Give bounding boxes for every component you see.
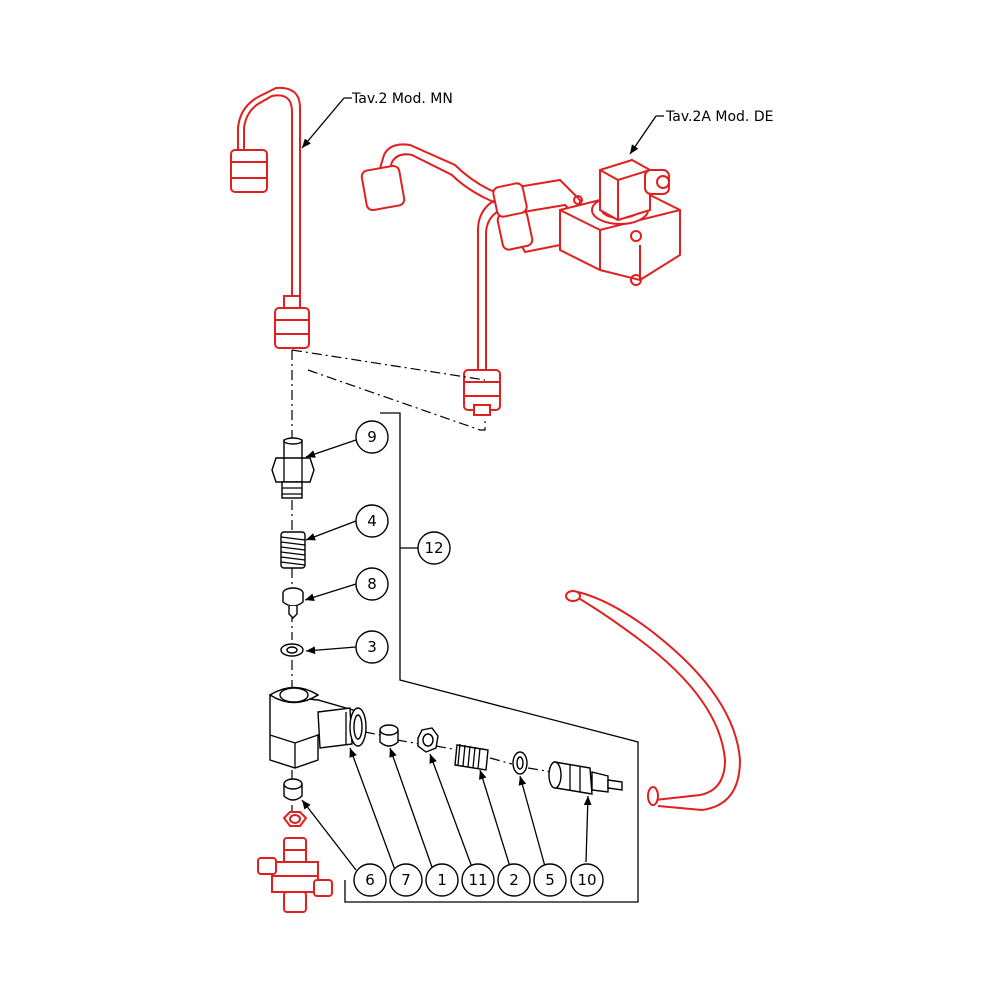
- leader-lines: [301, 97, 664, 871]
- svg-text:3: 3: [367, 638, 377, 656]
- svg-text:5: 5: [545, 871, 555, 889]
- callout-6: 6: [353, 863, 387, 897]
- callout-12: 12: [417, 531, 451, 565]
- part-11-nut: [417, 727, 439, 753]
- part-9-fitting: [271, 437, 315, 499]
- label-valve-de: Tav.2A Mod. DE: [665, 109, 773, 125]
- callout-2: 2: [497, 863, 531, 897]
- svg-text:10: 10: [577, 871, 596, 889]
- callout-7: 7: [389, 863, 423, 897]
- svg-text:2: 2: [509, 871, 519, 889]
- label-pipe-mn: Tav.2 Mod. MN: [351, 91, 453, 107]
- part-10-connector: [548, 761, 623, 795]
- svg-text:4: 4: [367, 512, 377, 530]
- tee-fitting: [257, 811, 333, 913]
- valve-de: [360, 143, 681, 416]
- part-6-cap: [283, 778, 303, 801]
- svg-text:7: 7: [401, 871, 411, 889]
- svg-text:6: 6: [365, 871, 375, 889]
- svg-text:12: 12: [424, 539, 443, 557]
- callout-5: 5: [533, 863, 567, 897]
- part-3-washer: [280, 643, 304, 657]
- svg-text:9: 9: [367, 428, 377, 446]
- part-8-pin: [282, 587, 304, 619]
- callout-9: 9: [355, 420, 389, 454]
- svg-text:11: 11: [468, 871, 487, 889]
- callout-4: 4: [355, 504, 389, 538]
- part-5-oring: [512, 751, 528, 775]
- svg-text:8: 8: [367, 575, 377, 593]
- callout-11: 11: [461, 863, 495, 897]
- part-2-spring: [454, 743, 489, 771]
- callout-8: 8: [355, 567, 389, 601]
- group-12-bracket: [344, 412, 639, 903]
- callout-1: 1: [425, 863, 459, 897]
- part-7-elbow: [268, 686, 367, 769]
- pipe-mn: [230, 86, 310, 349]
- part-1-cap: [379, 724, 399, 747]
- svg-text:1: 1: [437, 871, 447, 889]
- callout-3: 3: [355, 630, 389, 664]
- hose: [565, 590, 742, 812]
- callout-10: 10: [570, 863, 604, 897]
- part-4-spring: [280, 531, 306, 569]
